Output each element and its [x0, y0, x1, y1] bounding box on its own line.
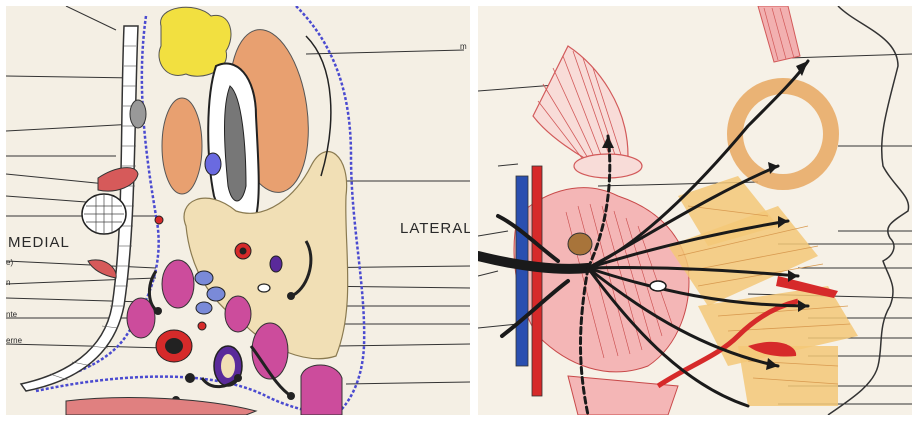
facial-muscles-yellow — [668, 86, 858, 406]
left-anatomy-panel: MEDIAL LATERAL m e) n nte erne — [6, 6, 470, 415]
blue-vein-4 — [196, 302, 212, 314]
label-fragment-e: e) — [6, 258, 13, 267]
magenta-muscle-1 — [162, 260, 194, 308]
small-artery-1-lumen — [240, 248, 247, 255]
label-fragment-nte: nte — [6, 310, 17, 319]
small-artery-3 — [198, 322, 206, 330]
right-anatomy-panel — [478, 6, 912, 415]
face-profile-outline — [828, 6, 909, 415]
label-fragment-erne: erne — [6, 336, 22, 345]
external-carotid-artery — [532, 166, 542, 396]
blue-vein-1 — [205, 153, 221, 175]
carotid-lumen — [165, 338, 183, 354]
small-artery-2 — [155, 216, 163, 224]
nerve-dot-2 — [258, 284, 270, 292]
bottom-red-band — [66, 398, 256, 415]
magenta-muscle-3 — [225, 296, 251, 332]
small-orange-muscle — [162, 98, 202, 194]
grey-medial-node — [130, 100, 146, 128]
magenta-muscle-4 — [252, 323, 288, 379]
axial-section-diagram — [6, 6, 470, 415]
nerve-dot-1 — [270, 256, 282, 272]
label-fragment-n: n — [6, 278, 10, 287]
blue-vein-2 — [195, 271, 213, 285]
red-muscle-sliver-2 — [88, 260, 116, 278]
internal-jugular-lumen — [221, 354, 235, 378]
temporalis-tendon — [574, 154, 642, 178]
small-nerve-ring — [650, 281, 666, 291]
nerve-dot-3 — [185, 373, 195, 383]
magenta-muscle-5 — [301, 365, 342, 415]
blue-vein-3 — [207, 287, 225, 301]
retromandibular-vein — [516, 176, 528, 366]
mastoid-node — [568, 233, 592, 255]
lateral-label: LATERAL — [400, 220, 470, 237]
facial-nerve-diagram — [478, 6, 912, 415]
label-fragment-m: m — [460, 42, 467, 51]
medial-label: MEDIAL — [8, 234, 70, 251]
